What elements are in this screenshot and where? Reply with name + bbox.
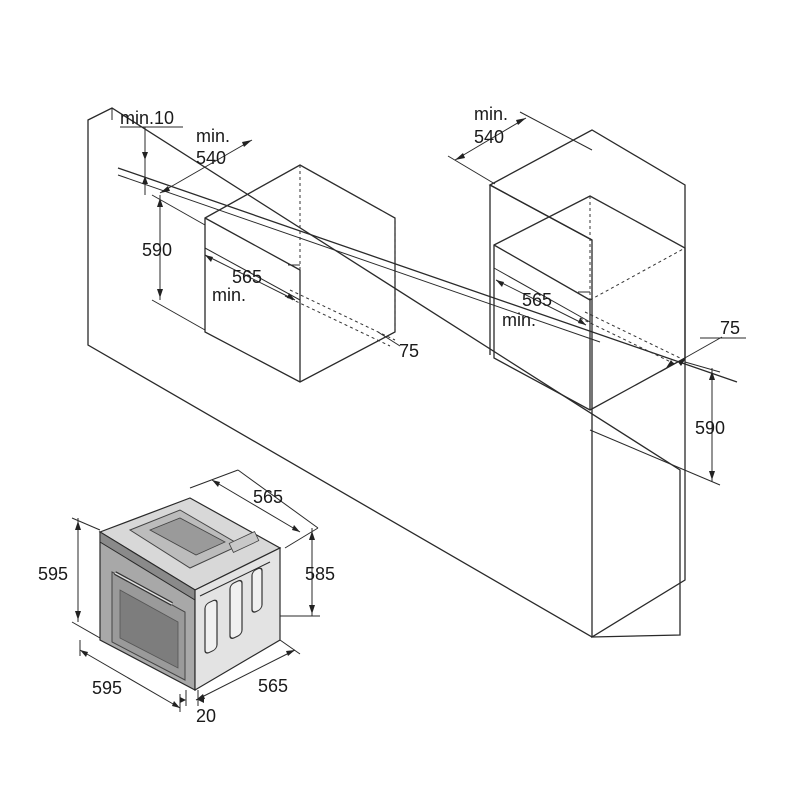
oven-front-20-label: 20	[196, 706, 216, 726]
oven-depth-565-top-label: 565	[253, 487, 283, 507]
oven-unit: 565 595 585 595 565 20	[38, 469, 335, 726]
min-label-540: min.	[196, 126, 230, 146]
depth-540-label: 540	[196, 148, 226, 168]
oven-height-585-label: 585	[305, 564, 335, 584]
oven-width-595-label: 595	[92, 678, 122, 698]
oven-depth-565-bottom-label: 565	[258, 676, 288, 696]
tall-cabinet: min. 540 565 min. 75 590	[447, 104, 746, 639]
tall-width-565-label: 565	[522, 290, 552, 310]
oven-height-595-label: 595	[38, 564, 68, 584]
tall-height-590-label: 590	[695, 418, 725, 438]
min-10-label: min.10	[120, 108, 174, 128]
width-min-label: min.	[212, 285, 246, 305]
tall-width-min-label: min.	[502, 310, 536, 330]
under-counter-cabinet: min.10 min. 540 590 565 min. 75	[87, 107, 738, 638]
tall-depth-75-label: 75	[720, 318, 740, 338]
depth-75-label: 75	[399, 341, 419, 361]
width-565-label: 565	[232, 267, 262, 287]
tall-depth-540-label: 540	[474, 127, 504, 147]
height-590-label: 590	[142, 240, 172, 260]
tall-min-label-540: min.	[474, 104, 508, 124]
